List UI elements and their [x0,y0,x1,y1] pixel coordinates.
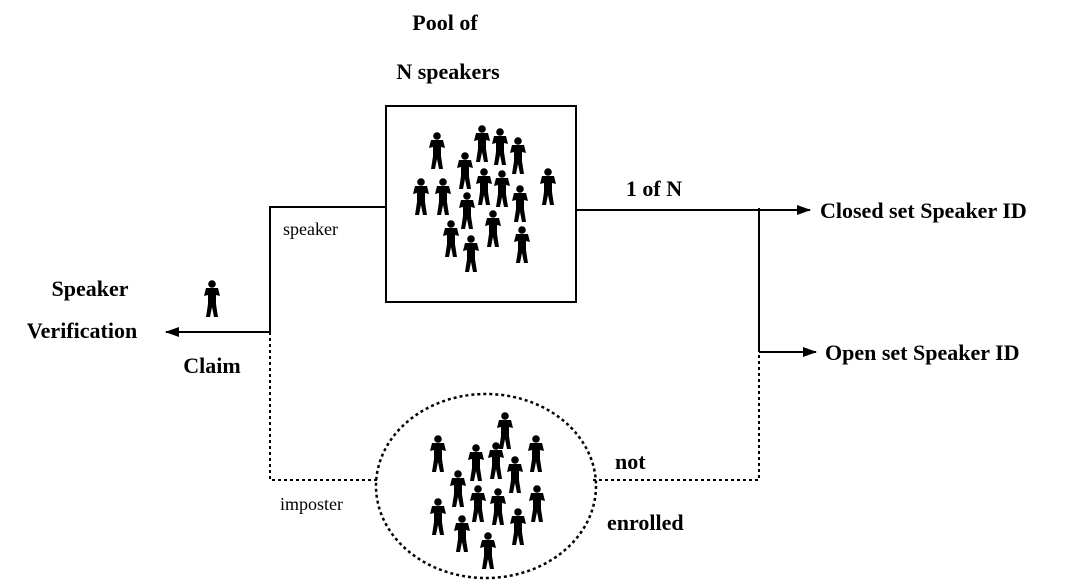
claimant-person-icon [204,280,220,317]
enrolled-label: enrolled [607,510,684,535]
claim-label: Claim [183,353,240,378]
person-icon [457,152,473,189]
person-icon [430,498,446,535]
pool-title-line2: N speakers [396,59,500,84]
person-icon [463,235,479,272]
person-icon [510,137,526,174]
person-icon [497,412,513,449]
not-label: not [615,449,646,474]
person-icon [494,170,510,207]
person-icon [429,132,445,169]
person-icon [485,210,501,247]
person-icon [540,168,556,205]
pool-title-line1: Pool of [412,10,478,35]
speaker-label: speaker [283,219,338,239]
one-of-n-label: 1 of N [626,176,682,201]
verification-label-line2: Verification [27,318,137,343]
person-icon [480,532,496,569]
person-icon [512,185,528,222]
person-icon [470,485,486,522]
person-icon [529,485,545,522]
person-icon [476,168,492,205]
person-icon [510,508,526,545]
person-icon [514,226,530,263]
closed-set-label: Closed set Speaker ID [820,198,1027,223]
person-icon [490,488,506,525]
person-icon [430,435,446,472]
not-enrolled-circle [374,392,598,580]
person-icon [474,125,490,162]
open-set-label: Open set Speaker ID [825,340,1020,365]
person-icon [459,192,475,229]
speaker-path [269,206,386,332]
person-icon [413,178,429,215]
not-enrolled-speakers-group [430,412,545,569]
pool-box [385,105,577,303]
person-icon [454,515,470,552]
imposter-label: imposter [280,494,343,514]
verification-label-line1: Speaker [52,276,129,301]
imposter-dotted-path [269,332,378,481]
person-icon [443,220,459,257]
person-icon [492,128,508,165]
person-icon [435,178,451,215]
person-icon [528,435,544,472]
person-icon [450,470,466,507]
not-enrolled-dotted-line [593,352,760,481]
person-icon [468,444,484,481]
pool-speakers-group [413,125,556,272]
person-icon [507,456,523,493]
